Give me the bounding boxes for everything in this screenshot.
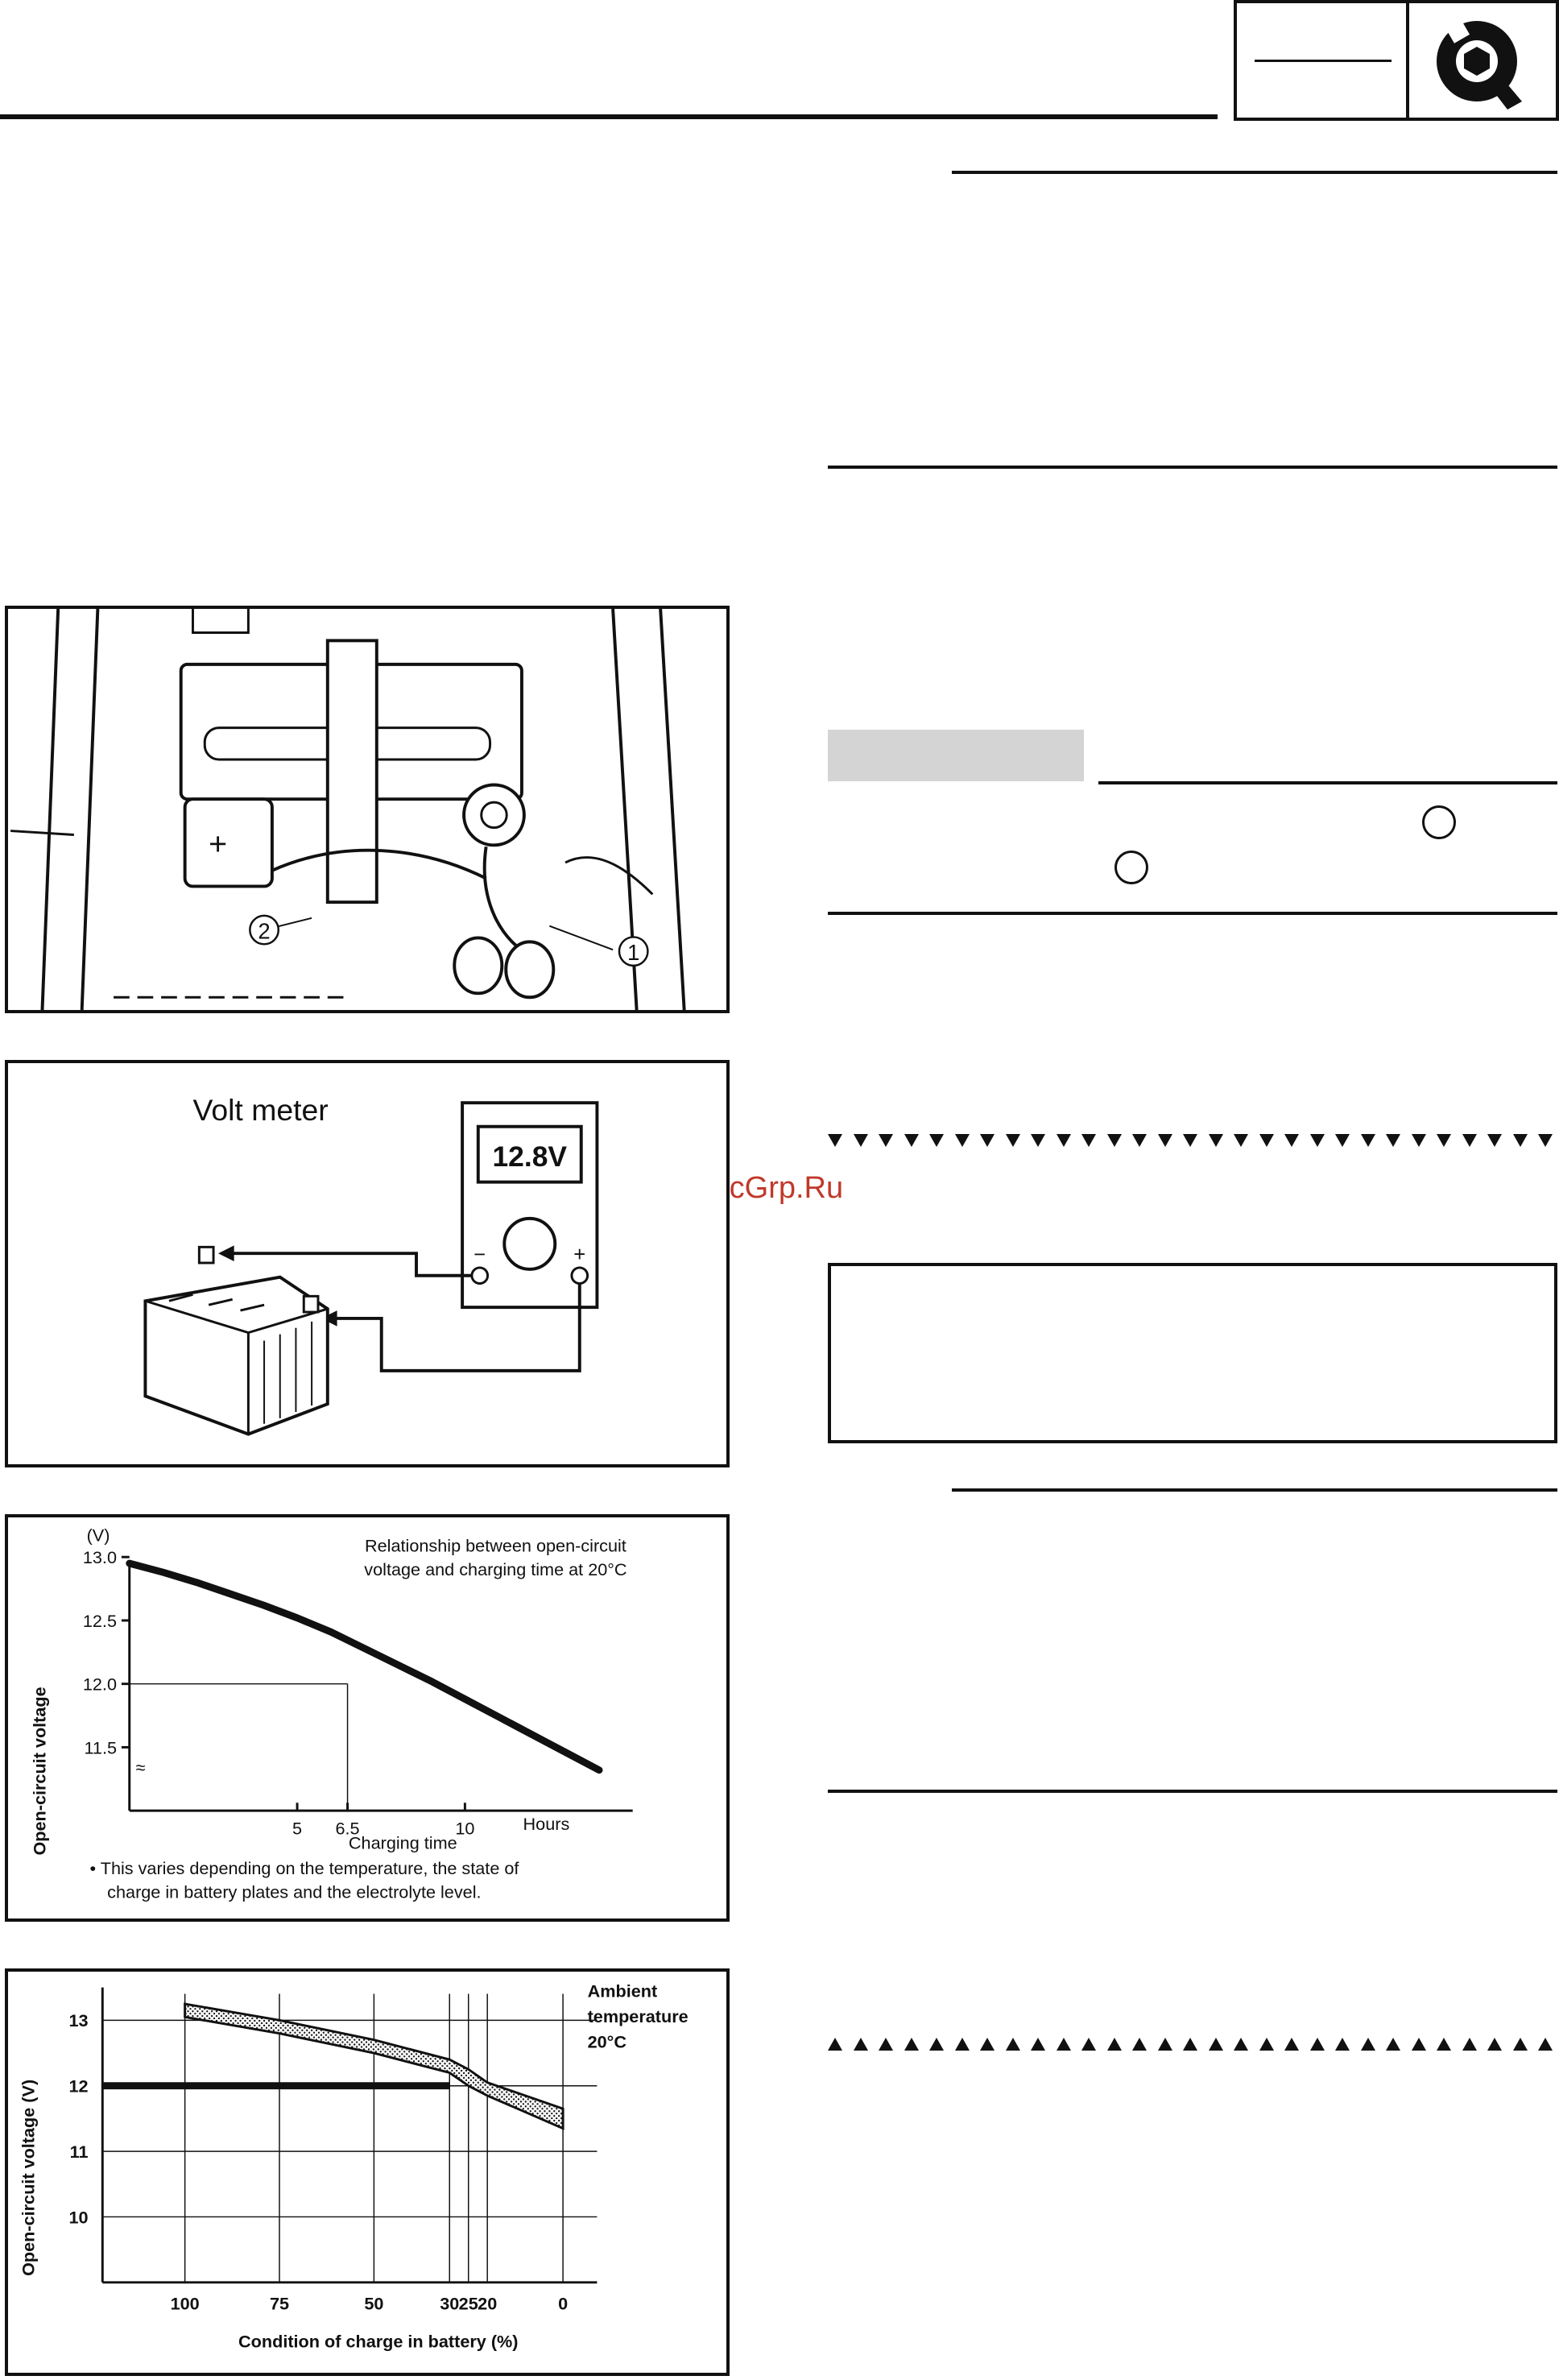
chart1-x-label: Charging time — [349, 1832, 457, 1852]
callout-circle — [1422, 805, 1456, 839]
chart1-y-unit: (V) — [87, 1525, 110, 1546]
plus-terminal-label: + — [573, 1244, 585, 1266]
chart2-x-tick-label: 20 — [478, 2293, 497, 2313]
chart1-title-line1: Relationship between open-circuit — [365, 1535, 626, 1555]
wrench-nut-icon — [1437, 16, 1522, 110]
battery-illustration: + 2 1 — [10, 609, 686, 1010]
chart2-annotation-1: Ambient — [588, 1981, 658, 2001]
section-rule — [828, 466, 1557, 469]
warning-start-marker — [828, 1134, 1553, 1150]
chart1-y-tick-label: 13.0 — [83, 1547, 117, 1567]
chart1-y-label: Open-circuit voltage — [29, 1687, 49, 1855]
chart2-y-tick-label: 11 — [70, 2142, 89, 2162]
chart1-series-line — [126, 1559, 603, 1774]
svg-text:+: + — [209, 826, 227, 862]
chapter-tab-divider — [1406, 3, 1409, 118]
chart2-x-tick-label: 75 — [270, 2293, 289, 2313]
callout-circle — [1114, 851, 1148, 884]
voltmeter-panel: Volt meter 12.8V − + — [5, 1060, 730, 1467]
section-rule — [952, 171, 1557, 174]
chart1-x-tick-label: 6.5 — [336, 1819, 360, 1839]
chart2-x-tick-label: 100 — [171, 2293, 200, 2313]
chart1-footnote-1: • This varies depending on the temperatu… — [90, 1858, 520, 1878]
chart1-y-tick-label: 12.0 — [83, 1674, 117, 1695]
chart2-y-tick-label: 10 — [68, 2207, 88, 2227]
chart1-y-tick-label: 12.5 — [83, 1611, 117, 1631]
warning-end-marker — [828, 2038, 1553, 2054]
chart1-axis-break: ≈ — [136, 1757, 146, 1778]
chart2-y-label: Open-circuit voltage (V) — [19, 2080, 39, 2276]
notice-box — [828, 1263, 1557, 1443]
chart2-y-tick-label: 13 — [68, 2010, 88, 2030]
chart2-annotation-3: 20°C — [588, 2031, 627, 2051]
meter-dial — [502, 1216, 557, 1271]
charging-time-chart-panel: (V) Open-circuit voltage Relationship be… — [5, 1514, 730, 1922]
chart2-annotation-2: temperature — [588, 2006, 689, 2026]
meter-display — [476, 1124, 583, 1184]
charging-time-chart: (V) Open-circuit voltage Relationship be… — [29, 1525, 633, 1902]
chart2-y-tick-label: 12 — [68, 2076, 88, 2096]
section-rule — [1098, 781, 1557, 784]
chart2-x-label: Condition of charge in battery (%) — [238, 2332, 518, 2352]
chart2-x-tick-label: 30 — [440, 2293, 459, 2313]
chart1-title-line2: voltage and charging time at 20°C — [364, 1559, 626, 1579]
voltmeter-diagram: Volt meter 12.8V − + — [143, 1093, 599, 1436]
chart2-voltage-band — [184, 2002, 564, 2130]
chart2-x-tick-label: 25 — [459, 2293, 478, 2313]
chart2-x-tick-label: 50 — [364, 2293, 383, 2313]
chart1-y-tick-label: 11.5 — [84, 1737, 117, 1757]
chart1-x-tick-label: 10 — [455, 1819, 474, 1839]
gray-label-box — [828, 730, 1084, 781]
battery-photo-panel: + 2 1 — [5, 606, 730, 1013]
chapter-tab-line — [1255, 60, 1392, 62]
section-rule — [828, 912, 1557, 915]
battery-body — [143, 1275, 329, 1436]
chapter-tab — [1234, 0, 1559, 121]
callout-2: 2 — [258, 918, 270, 943]
chart1-footnote-2: charge in battery plates and the electro… — [107, 1881, 481, 1902]
callout-1: 1 — [627, 940, 639, 965]
chart1-x-tick-label: 5 — [292, 1819, 302, 1839]
charge-condition-chart: Open-circuit voltage (V) Condition of ch… — [19, 1981, 689, 2352]
header-rule — [0, 114, 1218, 119]
minus-terminal-label: − — [473, 1244, 486, 1266]
voltmeter-title: Volt meter — [192, 1093, 328, 1127]
charge-condition-chart-panel: Open-circuit voltage (V) Condition of ch… — [5, 1968, 730, 2376]
section-rule — [952, 1488, 1557, 1492]
chart2-x-tick-label: 0 — [558, 2293, 568, 2313]
meter-reading: 12.8V — [492, 1140, 567, 1173]
section-rule — [828, 1790, 1557, 1793]
chart1-x-unit: Hours — [523, 1814, 570, 1834]
